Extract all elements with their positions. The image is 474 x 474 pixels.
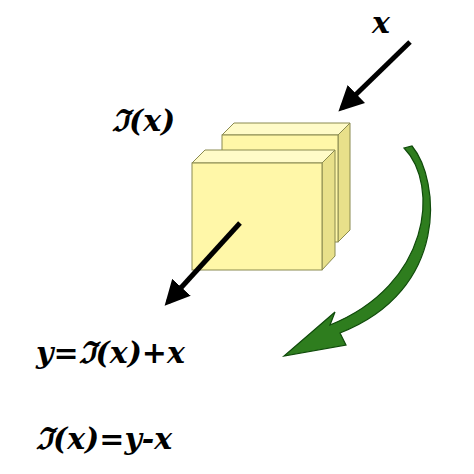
- residual-function-label: ℑ(x): [112, 106, 175, 136]
- residual-equation: ℑ(x)=y-x: [36, 424, 172, 454]
- input-label: x: [372, 8, 390, 38]
- output-equation: y=ℑ(x)+x: [36, 338, 185, 368]
- input-arrow: [342, 42, 410, 108]
- skip-connection-arrow: [284, 146, 431, 356]
- output-arrow: [168, 223, 240, 302]
